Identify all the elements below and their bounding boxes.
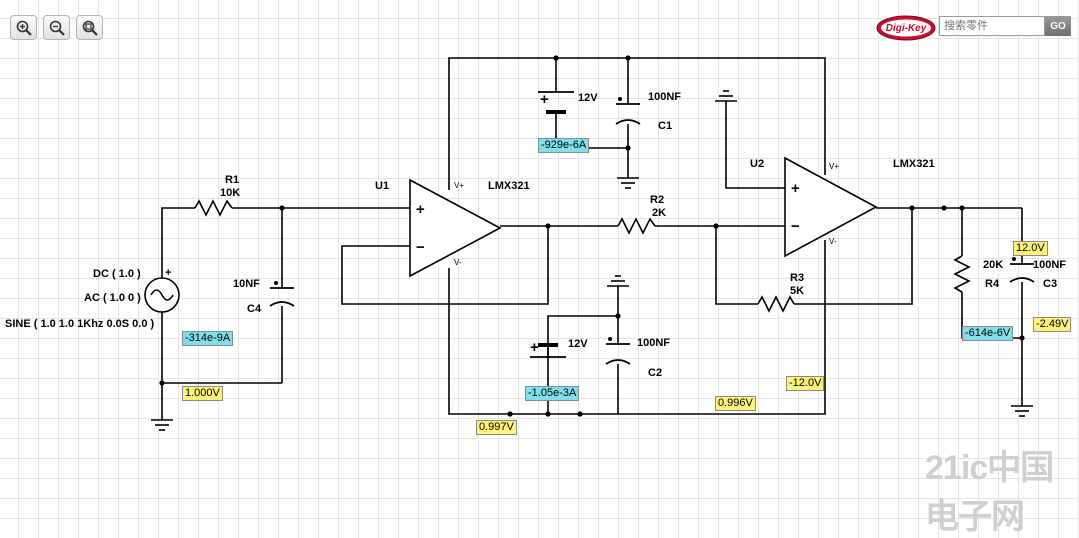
resistor-r4 <box>953 255 971 293</box>
probe-i-v2[interactable]: -1.05e-3A <box>525 386 580 401</box>
v-bottom-value: 12V <box>568 338 588 350</box>
c2-value: 100NF <box>637 337 670 349</box>
ground-u2 <box>715 90 737 102</box>
probe-v-mid[interactable]: 0.996V <box>715 396 756 411</box>
ground-c1 <box>617 177 639 189</box>
junction <box>577 411 583 417</box>
wires <box>161 57 1023 420</box>
source-plus: + <box>165 267 171 279</box>
u1-minus-pin: − <box>416 239 425 256</box>
u1-vplus-pin: V+ <box>454 181 464 190</box>
ground-c2 <box>607 275 629 287</box>
c2-polarity-dot <box>608 337 612 341</box>
zoom-out-button[interactable] <box>43 15 70 40</box>
c3-value: 100NF <box>1033 259 1066 271</box>
u1-vminus-pin: V- <box>454 258 462 267</box>
capacitor-c2 <box>605 343 631 365</box>
digikey-logo[interactable]: Digi-Key <box>876 15 936 41</box>
probe-v-u2neg[interactable]: -12.0V <box>786 376 825 391</box>
probe-i-r4[interactable]: -614e-6V <box>962 326 1014 341</box>
probe-v-src[interactable]: 1.000V <box>182 386 223 401</box>
junction <box>553 55 559 61</box>
capacitor-c1 <box>615 103 641 125</box>
battery-top-plus: + <box>540 91 549 108</box>
junction <box>713 223 719 229</box>
junction <box>615 313 621 319</box>
resistor-r1 <box>194 199 233 217</box>
junction <box>909 205 915 211</box>
v-top-value: 12V <box>578 92 598 104</box>
junction <box>545 411 551 417</box>
svg-text:Digi-Key: Digi-Key <box>886 23 927 34</box>
c1-value: 100NF <box>648 91 681 103</box>
junction <box>279 205 285 211</box>
zoom-toolbar <box>10 15 103 40</box>
zoom-in-icon <box>16 20 32 36</box>
r1-value: 10K <box>220 187 240 199</box>
opamp-u2 <box>784 156 878 258</box>
junction <box>1019 335 1025 341</box>
capacitor-c4 <box>269 287 295 307</box>
u1-part: LMX321 <box>488 180 530 192</box>
junction <box>941 205 947 211</box>
source-ac: AC ( 1.0 0 ) <box>84 292 141 304</box>
junction <box>159 380 165 386</box>
r4-name: R4 <box>985 278 1000 290</box>
u2-name: U2 <box>750 158 764 170</box>
r3-value: 5K <box>790 285 804 297</box>
battery-top <box>538 91 574 114</box>
ac-voltage-source <box>144 277 180 313</box>
probe-i-c4[interactable]: -314e-9A <box>182 331 234 346</box>
circuit-schematic: + + + + − V+ V- + − V+ V- <box>5 55 1066 431</box>
r2-name: R2 <box>650 194 664 206</box>
zoom-fit-icon <box>82 20 98 36</box>
zoom-fit-button[interactable] <box>76 15 103 40</box>
source-dc: DC ( 1.0 ) <box>93 268 141 280</box>
capacitor-c3 <box>1009 263 1035 283</box>
c1-polarity-dot <box>618 97 622 101</box>
zoom-in-button[interactable] <box>10 15 37 40</box>
ground-c3 <box>1011 405 1033 417</box>
probe-v-gnd1[interactable]: 0.997V <box>476 420 517 435</box>
u1-plus-pin: + <box>416 201 425 218</box>
u2-vminus-pin: V- <box>829 237 837 246</box>
zoom-out-icon <box>49 20 65 36</box>
c4-name: C4 <box>247 303 262 315</box>
resistor-r2 <box>617 217 656 235</box>
c4-polarity-dot <box>274 281 278 285</box>
battery-bottom-plus: + <box>530 339 539 356</box>
c1-name: C1 <box>658 120 672 132</box>
watermark-logo: 21ic中国电子网 <box>925 449 1054 536</box>
u1-name: U1 <box>375 180 389 192</box>
junction <box>959 205 965 211</box>
part-search-input[interactable] <box>939 16 1045 36</box>
opamp-u1 <box>409 178 502 278</box>
junction <box>507 411 513 417</box>
source-sine: SINE ( 1.0 1.0 1Khz 0.0S 0.0 ) <box>5 318 155 330</box>
c3-polarity-dot <box>1012 257 1016 261</box>
u2-vplus-pin: V+ <box>829 162 839 171</box>
battery-bottom <box>530 343 566 358</box>
probe-v-out[interactable]: 12.0V <box>1013 241 1048 256</box>
u2-minus-pin: − <box>791 218 800 235</box>
junction <box>625 55 631 61</box>
search-go-button[interactable]: GO <box>1045 16 1071 36</box>
u2-plus-pin: + <box>791 180 800 197</box>
junction <box>625 145 631 151</box>
u2-part: LMX321 <box>893 158 935 170</box>
c3-name: C3 <box>1043 278 1057 290</box>
r3-name: R3 <box>790 272 804 284</box>
resistor-r3 <box>757 295 795 313</box>
c4-value: 10NF <box>233 278 260 290</box>
r4-value: 20K <box>983 259 1003 271</box>
probe-v-c3[interactable]: -2.49V <box>1033 317 1072 332</box>
r2-value: 2K <box>652 207 666 219</box>
ground-source <box>151 419 173 431</box>
probe-i-v1[interactable]: -929e-6A <box>538 138 590 153</box>
r1-name: R1 <box>225 174 239 186</box>
junction <box>545 223 551 229</box>
c2-name: C2 <box>648 367 662 379</box>
